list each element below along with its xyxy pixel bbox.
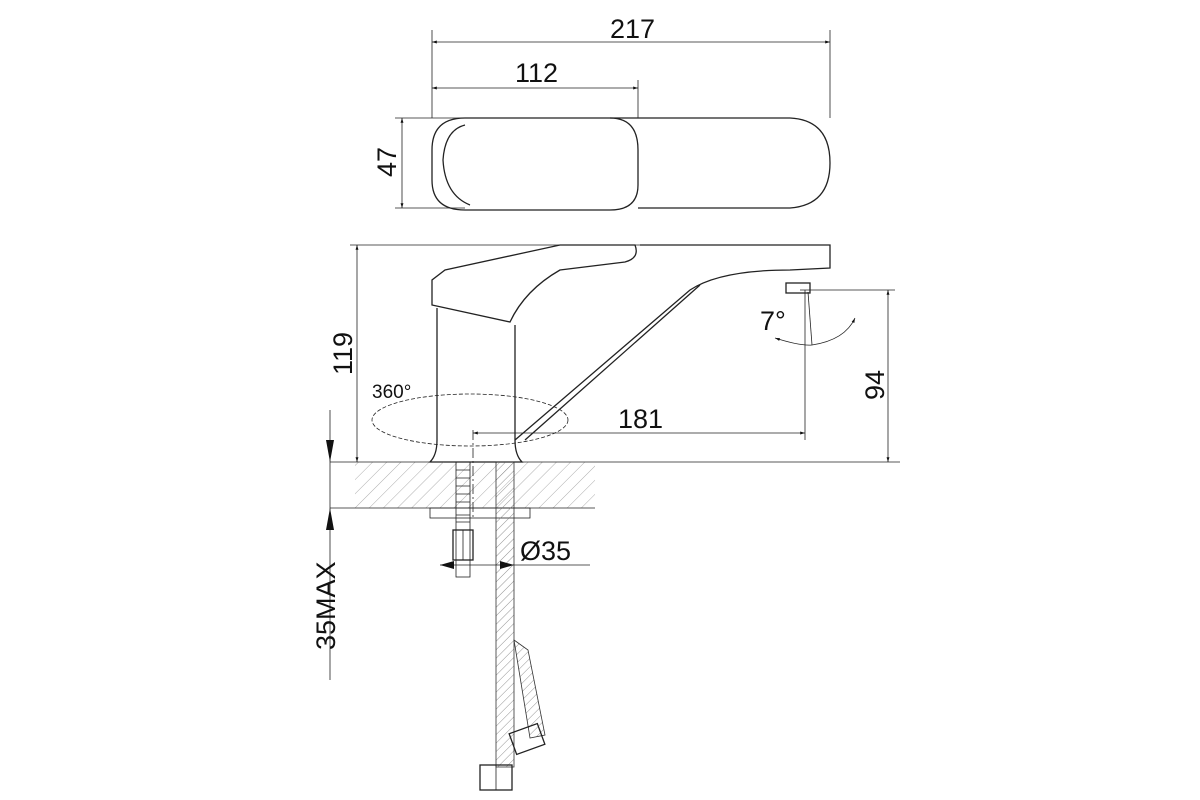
dim-spout-height: 94 xyxy=(860,370,890,400)
top-view xyxy=(395,30,831,211)
dim-handle-length: 112 xyxy=(515,58,558,88)
angle-marker xyxy=(774,291,856,346)
dim-total-length: 217 xyxy=(610,14,655,44)
side-view xyxy=(330,244,900,791)
dim-spout-reach: 181 xyxy=(618,404,663,434)
dim-max-counter: 35MAX xyxy=(311,561,341,650)
dim-handle-width: 47 xyxy=(372,147,402,177)
rotation-label: 360° xyxy=(372,382,411,403)
angle-label: 7° xyxy=(760,306,786,336)
dim-height: 119 xyxy=(328,332,358,375)
dim-hole-diameter: Ø35 xyxy=(520,536,571,566)
